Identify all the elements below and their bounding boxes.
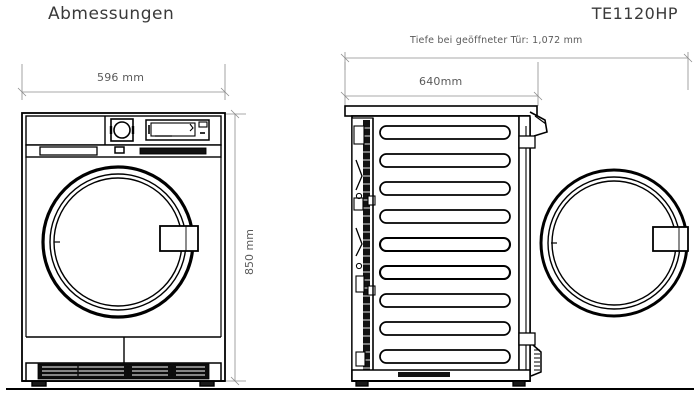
model-number: TE1120HP xyxy=(591,4,678,23)
control-knob-icon xyxy=(109,118,135,142)
dimension-label-width: 596 mm xyxy=(97,71,145,84)
page-title: Abmessungen xyxy=(48,4,175,24)
open-door-view xyxy=(539,168,689,318)
side-view xyxy=(344,105,548,387)
rear-internals xyxy=(351,117,376,381)
front-view xyxy=(21,112,226,387)
door-front-icon xyxy=(41,165,199,319)
door-hinge-bottom xyxy=(518,332,542,377)
ventilation-ribs xyxy=(378,125,512,364)
door-hinge-top xyxy=(518,111,548,149)
dimension-label-depth: 640mm xyxy=(419,75,463,88)
bottom-grille xyxy=(25,362,222,382)
display-panel-icon xyxy=(145,119,210,141)
dimension-label-depth-door-open: Tiefe bei geöffneter Tür: 1,072 mm xyxy=(410,35,583,46)
dimension-lines-group xyxy=(17,52,693,386)
